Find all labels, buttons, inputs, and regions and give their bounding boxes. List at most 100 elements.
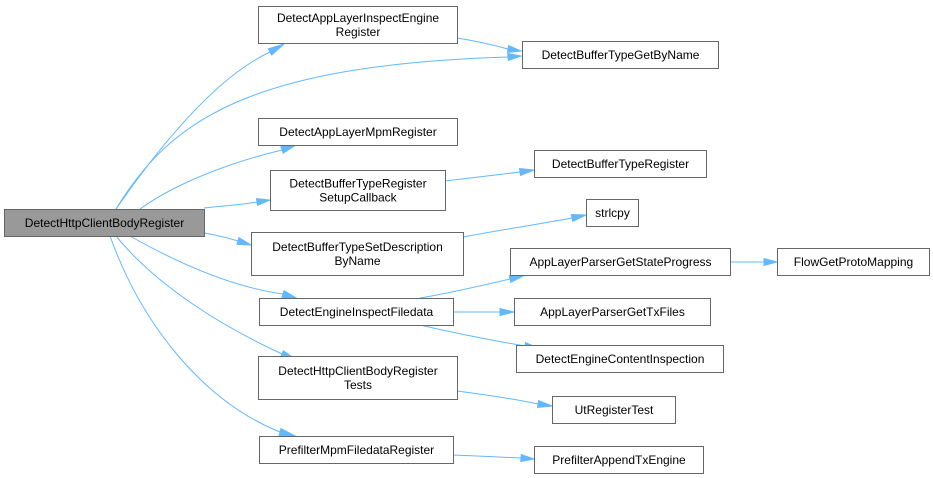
node-box (522, 41, 719, 69)
edge-root-to-inspect_filedata (129, 235, 299, 300)
node-box (258, 6, 458, 44)
arrowhead-icon (499, 307, 515, 317)
node-box (4, 209, 205, 237)
node-label: DetectBufferTypeSetDescription (272, 240, 443, 254)
node-label: DetectEngineContentInspection (536, 352, 705, 366)
node-label: DetectHttpClientBodyRegister (278, 364, 437, 378)
node-box (514, 298, 711, 326)
node-label: DetectAppLayerMpmRegister (279, 125, 436, 139)
node-applayer-mpm[interactable]: DetectAppLayerMpmRegister (258, 118, 458, 146)
node-strlcpy[interactable]: strlcpy (586, 199, 639, 227)
arrowhead-icon (255, 197, 272, 207)
edge-line (203, 201, 258, 209)
edge-line (115, 51, 271, 210)
edge-line (109, 235, 281, 433)
node-label: DetectBufferTypeRegister (289, 177, 426, 191)
edge-root-to-buffer_desc (203, 232, 252, 246)
nodes: DetectHttpClientBodyRegister DetectAppLay… (4, 6, 930, 474)
edge-root-to-applayer_mpm (139, 144, 297, 210)
node-content-inspection[interactable]: DetectEngineContentInspection (516, 345, 724, 373)
edge-line (456, 390, 539, 405)
node-label: Register (336, 25, 381, 39)
node-box (251, 232, 464, 276)
node-prefilter-register[interactable]: PrefilterMpmFiledataRegister (259, 436, 454, 464)
node-label: DetectBufferTypeRegister (552, 157, 689, 171)
edge-buffer_setup-to-buffer_register (444, 167, 535, 182)
node-get-txfiles[interactable]: AppLayerParserGetTxFiles (514, 298, 711, 326)
node-label: DetectBufferTypeGetByName (542, 48, 700, 62)
node-root[interactable]: DetectHttpClientBodyRegister (4, 209, 205, 237)
node-box (259, 298, 454, 326)
node-box (510, 248, 731, 276)
node-box (534, 150, 707, 178)
node-buffer-register[interactable]: DetectBufferTypeRegister (534, 150, 707, 178)
edge-line (115, 235, 283, 355)
edge-line (456, 37, 509, 50)
node-label: ByName (334, 254, 380, 268)
node-label: PrefilterAppendTxEngine (552, 453, 686, 467)
node-prefilter-append[interactable]: PrefilterAppendTxEngine (534, 446, 704, 474)
edge-state_progress-to-proto_mapping (730, 257, 779, 267)
node-box (586, 199, 639, 227)
node-label: DetectEngineInspectFiledata (280, 305, 434, 319)
edge-line (462, 217, 573, 238)
edge-inspect_filedata-to-state_progress (419, 275, 525, 299)
node-proto-mapping[interactable]: FlowGetProtoMapping (777, 248, 930, 276)
edge-applayer_inspect-to-buffer_get (456, 37, 523, 54)
arrowhead-icon (518, 167, 535, 177)
edge-inspect_filedata-to-get_txfiles (452, 307, 515, 317)
node-box (552, 396, 676, 424)
edge-line (139, 149, 283, 210)
edge-line (419, 324, 526, 347)
node-inspect-filedata[interactable]: DetectEngineInspectFiledata (259, 298, 454, 326)
arrowhead-icon (536, 399, 553, 409)
node-box (777, 248, 930, 276)
edge-root-to-buffer_setup (203, 197, 272, 209)
edge-buffer_desc-to-strlcpy (462, 214, 587, 238)
arrowhead-icon (508, 275, 525, 284)
edge-line (115, 56, 509, 210)
arrowhead-icon (506, 44, 523, 54)
arrowhead-icon (763, 257, 779, 267)
node-label: UtRegisterTest (575, 403, 654, 417)
arrowhead-icon (507, 52, 523, 62)
node-label: FlowGetProtoMapping (794, 255, 913, 269)
node-buffer-get[interactable]: DetectBufferTypeGetByName (522, 41, 719, 69)
arrowhead-icon (236, 236, 252, 246)
node-box (534, 446, 704, 474)
arrowhead-icon (267, 43, 285, 56)
edge-register_tests-to-ut_register (456, 390, 553, 409)
node-box (259, 436, 454, 464)
edge-line (419, 278, 511, 299)
arrowhead-icon (278, 427, 298, 438)
node-label: DetectHttpClientBodyRegister (25, 216, 184, 230)
arrowhead-icon (570, 214, 587, 223)
node-label: PrefilterMpmFiledataRegister (279, 443, 434, 457)
arrowhead-icon (281, 289, 299, 300)
arrowhead-icon (520, 453, 536, 463)
node-label: strlcpy (595, 206, 630, 220)
node-box (258, 356, 458, 400)
node-ut-register[interactable]: UtRegisterTest (552, 396, 676, 424)
edge-prefilter_register-to-prefilter_append (452, 453, 536, 463)
edge-line (444, 171, 521, 182)
node-box (270, 170, 446, 211)
node-box (258, 118, 458, 146)
edge-line (129, 235, 284, 295)
edge-line (203, 232, 239, 242)
node-label: AppLayerParserGetStateProgress (529, 255, 711, 269)
node-label: AppLayerParserGetTxFiles (540, 305, 685, 319)
node-box (516, 345, 724, 373)
node-label: Tests (344, 378, 372, 392)
edge-root-to-applayer_inspect (115, 43, 285, 210)
edge-root-to-buffer_get (115, 52, 523, 210)
node-state-progress[interactable]: AppLayerParserGetStateProgress (510, 248, 731, 276)
arrowhead-icon (280, 144, 297, 155)
node-label: SetupCallback (319, 191, 397, 205)
node-label: DetectAppLayerInspectEngine (277, 11, 439, 25)
